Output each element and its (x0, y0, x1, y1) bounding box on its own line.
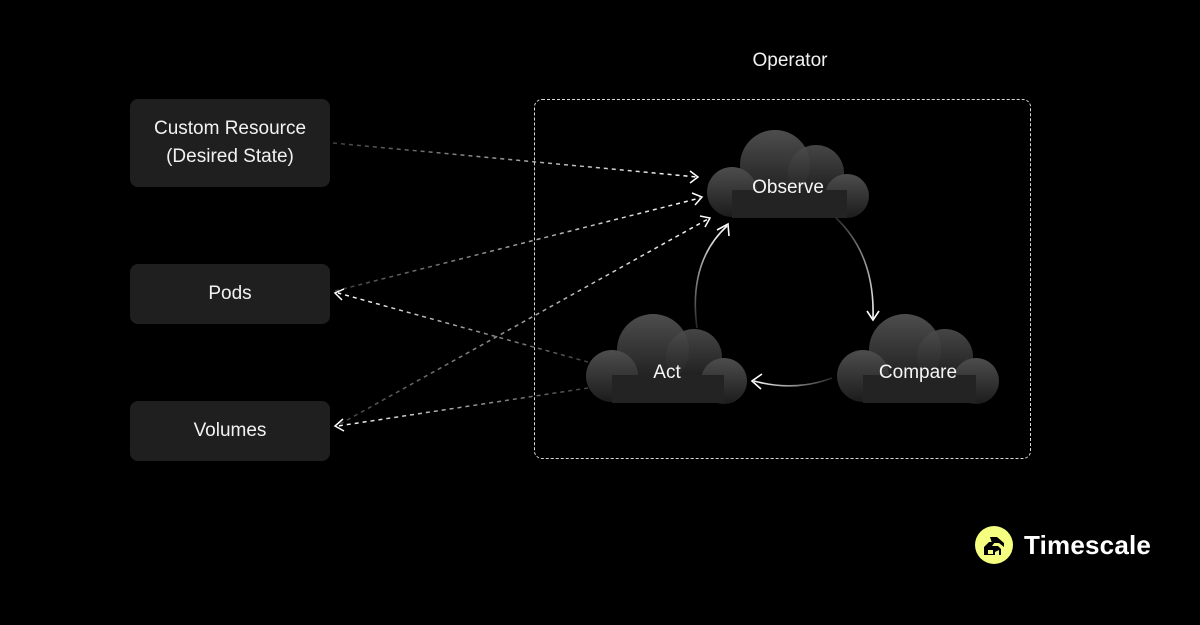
pods-box: Pods (130, 264, 330, 324)
volumes-box: Volumes (130, 401, 330, 461)
arrow-cr-to-observe (332, 142, 700, 184)
observe-label: Observe (752, 177, 824, 198)
brand-name: Timescale (1024, 529, 1152, 560)
compare-cloud (837, 314, 999, 404)
operator-boundary (534, 99, 1031, 459)
observe-cloud (707, 130, 869, 218)
timescale-logo-icon (975, 526, 1013, 564)
operator-title: Operator (752, 50, 828, 71)
custom-resource-box: Custom Resource (Desired State) (130, 99, 330, 187)
arrow-observe-to-compare (835, 217, 880, 322)
arrow-act-to-pods (333, 288, 589, 363)
arrow-act-to-volumes (333, 387, 589, 432)
arrow-act-to-observe (694, 222, 730, 329)
timescale-brand: Timescale (974, 524, 1151, 566)
arrow-volumes-to-observe (339, 215, 712, 425)
act-label: Act (653, 362, 681, 383)
arrow-compare-to-act (750, 373, 833, 390)
act-cloud (586, 314, 747, 404)
arrow-pods-to-observe (334, 192, 704, 292)
compare-label: Compare (878, 362, 958, 383)
